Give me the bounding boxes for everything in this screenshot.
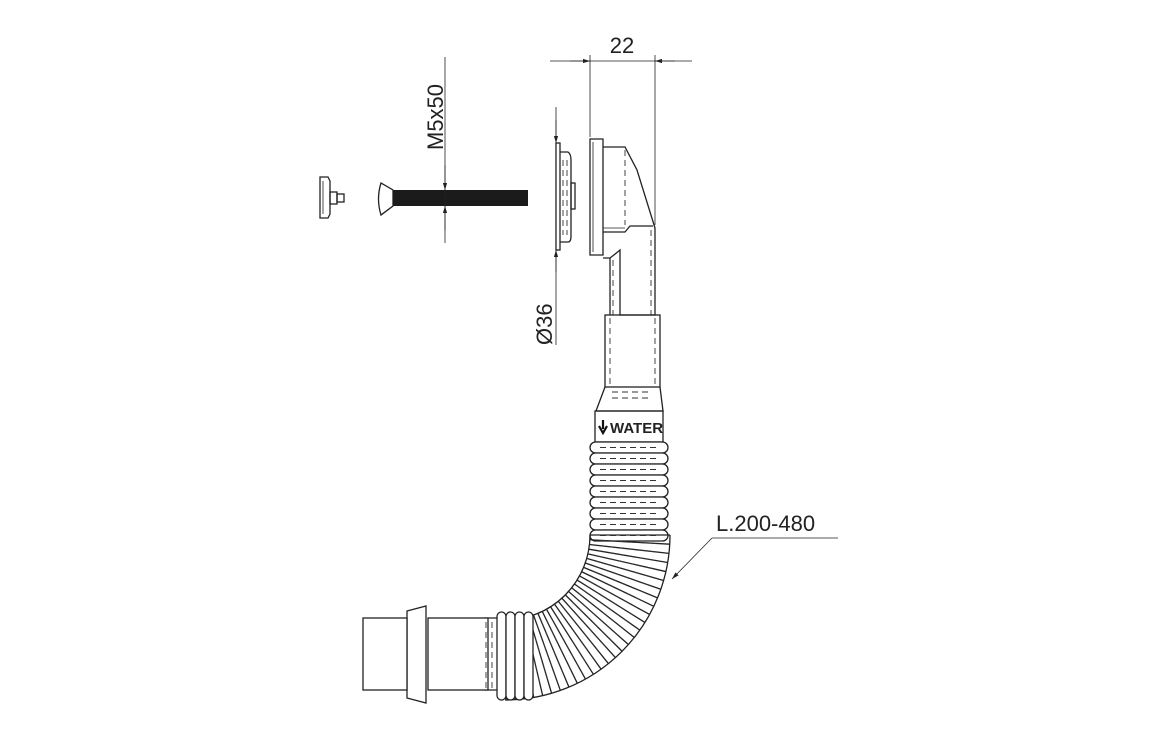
- diameter-dimension: Ø36: [532, 107, 559, 345]
- hose-rib-inner: [585, 584, 637, 618]
- screw-cap: [319, 176, 345, 219]
- hose-rib-inner: [599, 545, 660, 553]
- hose-outer-edge: [504, 534, 671, 701]
- hose-rib: [505, 611, 516, 701]
- length-callout: L.200-480: [671, 511, 838, 580]
- hose-rib-inner: [541, 622, 566, 679]
- hose-rib-inner: [598, 550, 658, 562]
- wall-fitting: [589, 138, 664, 412]
- water-label: WATER: [610, 420, 663, 437]
- diameter-label: Ø36: [532, 303, 557, 345]
- hose-rib: [496, 611, 507, 701]
- hose-rib-inner: [575, 597, 622, 639]
- hose-rib-inner: [588, 580, 642, 611]
- screw-size-label: M5x50: [423, 84, 448, 150]
- hose-rib-inner: [555, 614, 589, 667]
- washer-plate: [555, 142, 576, 251]
- hose-rib: [514, 611, 525, 701]
- width-label: 22: [610, 33, 634, 58]
- screw-m5x50: [377, 182, 528, 217]
- hose-rib-inner: [546, 620, 574, 675]
- hose-rib-inner: [531, 626, 550, 684]
- hose-rib-inner: [559, 611, 596, 662]
- length-label: L.200-480: [716, 511, 815, 536]
- hose-rib-inner: [550, 617, 582, 671]
- water-band: WATER: [594, 410, 664, 443]
- width-dimension: 22: [550, 33, 692, 225]
- hose-rib: [523, 611, 534, 701]
- hose-rib-inner: [596, 560, 655, 579]
- flow-arrow-icon: [598, 420, 608, 436]
- hose-rib-inner: [594, 565, 652, 587]
- hose-rib-inner: [579, 593, 627, 632]
- hose-rib-inner: [582, 589, 632, 625]
- outlet-connector: [362, 605, 497, 704]
- corrugated-hose: [496, 441, 671, 701]
- hose-rib-inner: [592, 570, 649, 595]
- screw-dimension: M5x50: [423, 57, 448, 243]
